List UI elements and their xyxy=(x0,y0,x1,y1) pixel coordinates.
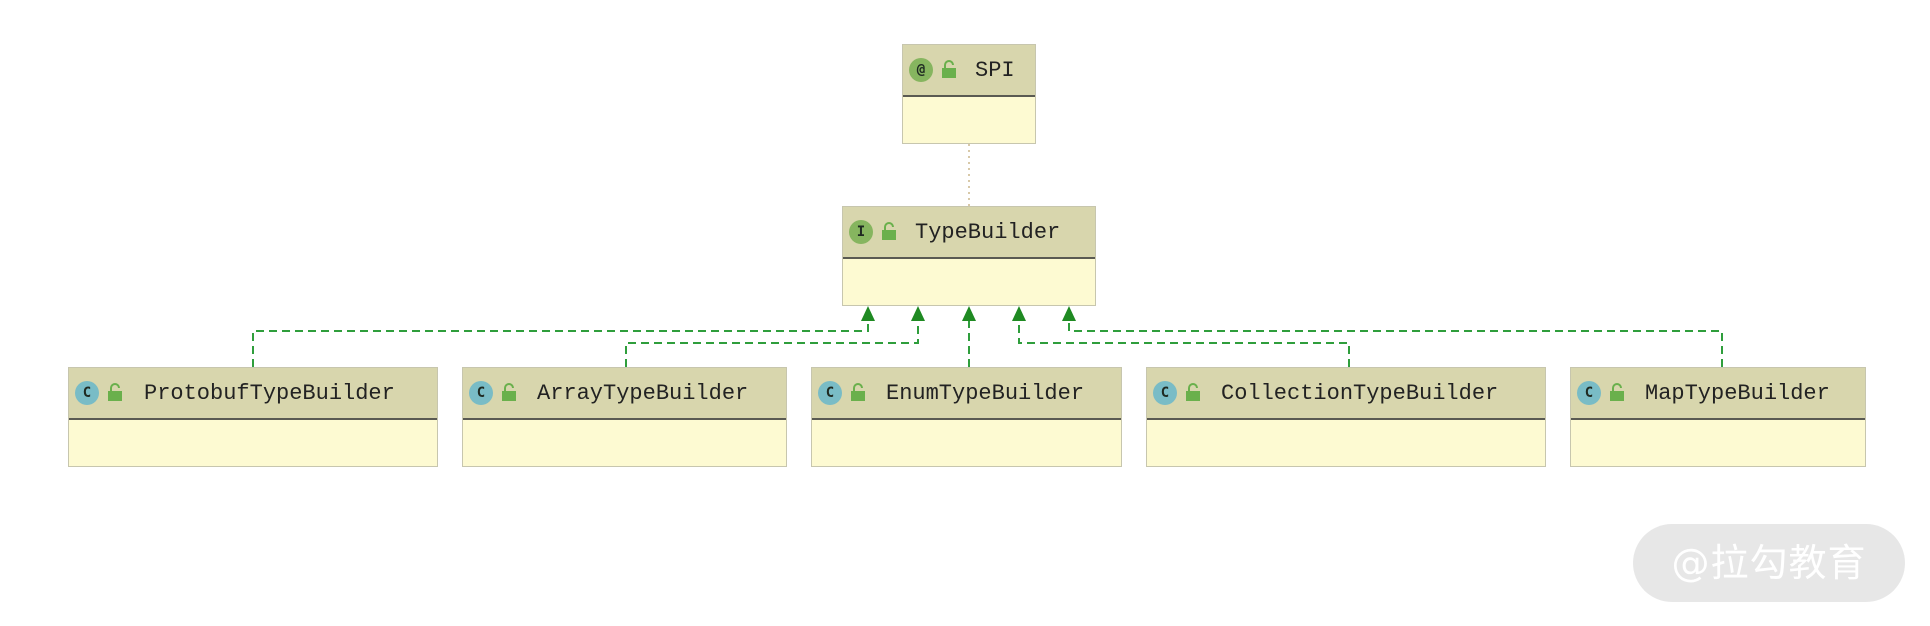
class-icon: C xyxy=(818,381,842,405)
node-spi[interactable]: @ SPI xyxy=(902,44,1036,144)
unlock-icon xyxy=(942,60,956,78)
node-map-header: C MapTypeBuilder xyxy=(1571,368,1865,420)
arrowhead-enum xyxy=(962,306,976,321)
node-collection[interactable]: C CollectionTypeBuilder xyxy=(1146,367,1546,467)
node-spi-header: @ SPI xyxy=(903,45,1035,97)
unlock-icon xyxy=(882,222,896,240)
node-array[interactable]: C ArrayTypeBuilder xyxy=(462,367,787,467)
node-array-header: C ArrayTypeBuilder xyxy=(463,368,786,420)
node-array-title: ArrayTypeBuilder xyxy=(537,381,749,406)
node-map[interactable]: C MapTypeBuilder xyxy=(1570,367,1866,467)
node-enum-title: EnumTypeBuilder xyxy=(886,381,1085,406)
interface-icon: I xyxy=(849,220,873,244)
node-typebuilder[interactable]: I TypeBuilder xyxy=(842,206,1096,306)
node-typebuilder-header: I TypeBuilder xyxy=(843,207,1095,259)
node-collection-header: C CollectionTypeBuilder xyxy=(1147,368,1545,420)
node-enum-header: C EnumTypeBuilder xyxy=(812,368,1121,420)
node-protobuf-header: C ProtobufTypeBuilder xyxy=(69,368,437,420)
class-icon: C xyxy=(1153,381,1177,405)
node-protobuf[interactable]: C ProtobufTypeBuilder xyxy=(68,367,438,467)
edge-map-typebuilder xyxy=(1068,320,1723,367)
class-icon: C xyxy=(1577,381,1601,405)
edge-protobuf-typebuilder xyxy=(252,320,869,367)
arrowhead-collection xyxy=(1012,306,1026,321)
edge-collection-typebuilder xyxy=(1018,320,1350,367)
arrowhead-array xyxy=(911,306,925,321)
edge-array-typebuilder xyxy=(625,320,919,367)
unlock-icon xyxy=(502,383,516,401)
class-icon: C xyxy=(75,381,99,405)
class-icon: C xyxy=(469,381,493,405)
node-spi-title: SPI xyxy=(975,58,1015,83)
node-typebuilder-title: TypeBuilder xyxy=(915,220,1061,245)
node-collection-title: CollectionTypeBuilder xyxy=(1221,381,1499,406)
unlock-icon xyxy=(108,383,122,401)
arrowhead-protobuf xyxy=(861,306,875,321)
unlock-icon xyxy=(1610,383,1624,401)
unlock-icon xyxy=(851,383,865,401)
unlock-icon xyxy=(1186,383,1200,401)
node-enum[interactable]: C EnumTypeBuilder xyxy=(811,367,1122,467)
node-map-title: MapTypeBuilder xyxy=(1645,381,1830,406)
watermark: @拉勾教育 xyxy=(1633,524,1905,602)
node-protobuf-title: ProtobufTypeBuilder xyxy=(144,381,395,406)
annotation-icon: @ xyxy=(909,58,933,82)
arrowhead-map xyxy=(1062,306,1076,321)
